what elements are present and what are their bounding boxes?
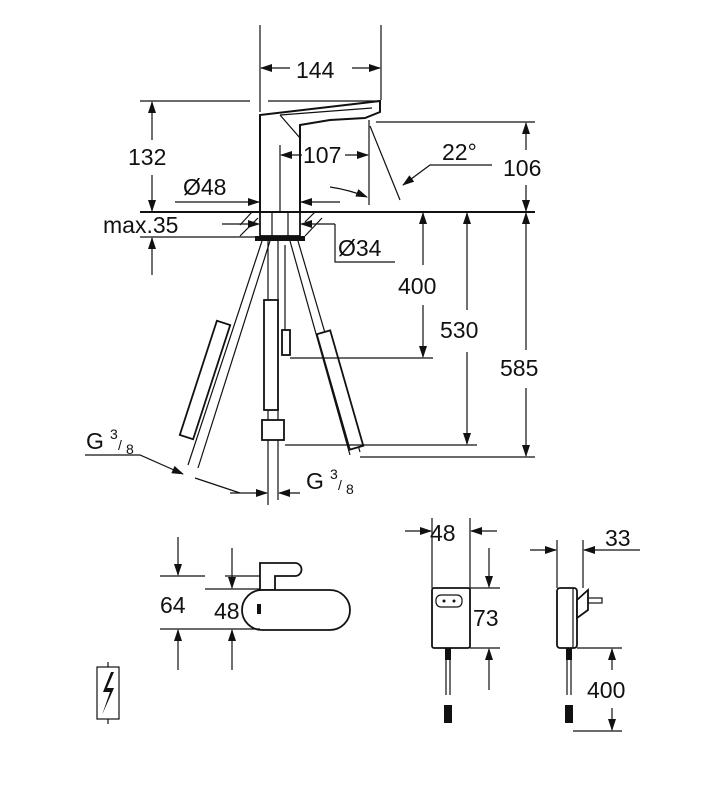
- svg-text:8: 8: [346, 481, 354, 497]
- power-supply-side: [530, 540, 640, 732]
- dim-73: 73: [473, 605, 499, 631]
- svg-text:3: 3: [330, 466, 338, 482]
- dim-48-sensor: 48: [214, 598, 240, 624]
- svg-text:/: /: [118, 437, 122, 453]
- dim-48-psu: 48: [430, 520, 456, 546]
- dim-144: 144: [296, 57, 335, 83]
- svg-text:G: G: [86, 428, 104, 454]
- dimension-lines: [85, 25, 535, 505]
- lightning-icon: [96, 662, 120, 724]
- dim-max-35: max.35: [103, 212, 178, 238]
- dim-diameter-34: Ø34: [338, 235, 382, 261]
- dim-22-degrees: 22°: [442, 139, 477, 165]
- thread-label-bottom: G 3 / 8: [306, 466, 354, 497]
- svg-text:8: 8: [126, 441, 134, 457]
- dim-106: 106: [503, 155, 541, 181]
- dim-64: 64: [160, 592, 186, 618]
- dim-diameter-48: Ø48: [183, 174, 226, 200]
- thread-label-left: G 3 / 8: [86, 426, 134, 457]
- dim-400: 400: [398, 273, 436, 299]
- svg-text:G: G: [306, 468, 324, 494]
- svg-text:3: 3: [110, 426, 118, 442]
- faucet-drawing: [178, 99, 381, 500]
- dim-107: 107: [303, 142, 341, 168]
- power-supply-front: [405, 518, 500, 723]
- dim-132: 132: [128, 144, 166, 170]
- dim-530: 530: [440, 317, 478, 343]
- dim-400-psu: 400: [587, 677, 625, 703]
- dim-585: 585: [500, 355, 538, 381]
- svg-text:/: /: [338, 477, 342, 493]
- sensor-drawing: [160, 537, 351, 670]
- dim-33: 33: [605, 525, 631, 551]
